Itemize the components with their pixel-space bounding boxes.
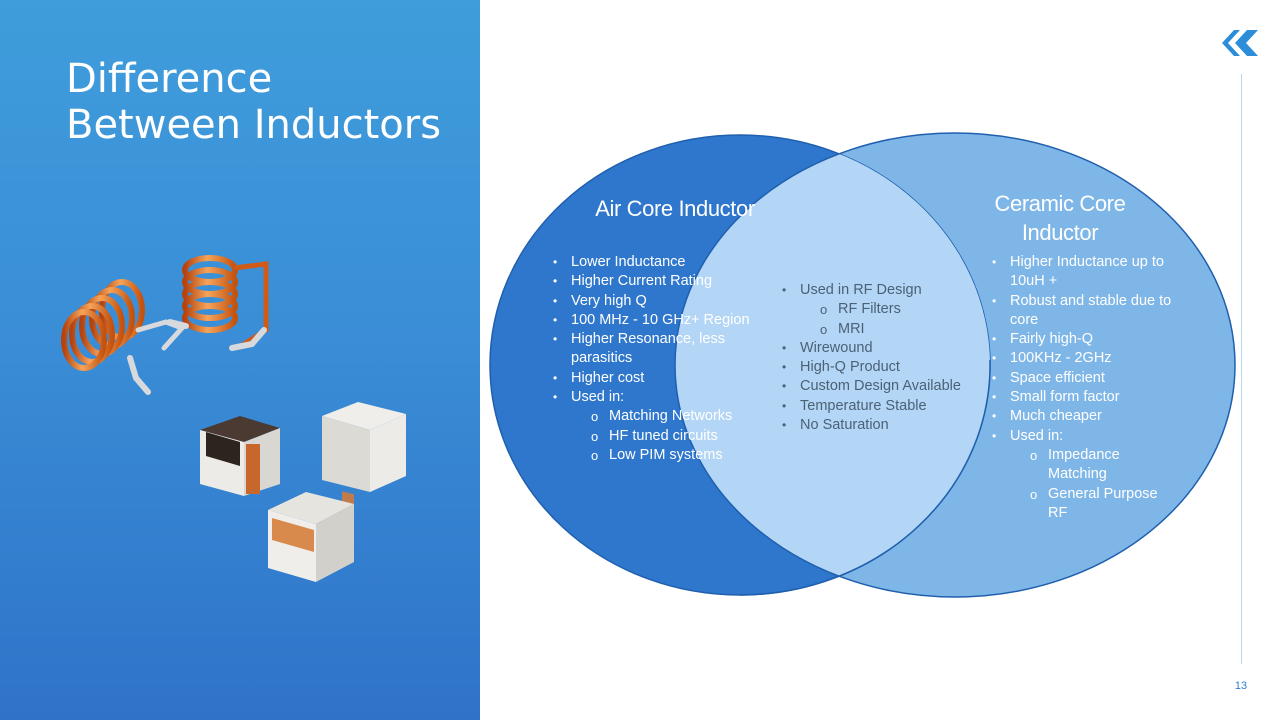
common-features-list: Used in RF Design RF Filters MRI Wirewou… (780, 281, 980, 436)
list-item: Small form factor (990, 388, 1180, 408)
sub-list-item: Low PIM systems (589, 446, 751, 466)
air-core-coil-2 (61, 279, 187, 395)
list-item-label: Used in RF Design (800, 282, 922, 298)
list-item: High-Q Product (780, 358, 980, 378)
list-item: Higher Current Rating (551, 272, 751, 292)
list-item-label: Used in: (1010, 427, 1064, 444)
sub-list-item: RF Filters (818, 300, 980, 320)
list-item: Higher Inductance up to 10uH + (990, 253, 1180, 292)
list-item: 100 MHz - 10 GHz+ Region (551, 311, 751, 331)
list-item: Very high Q (551, 292, 751, 312)
sub-list-item: Impedance Matching (1028, 446, 1180, 485)
list-item: Used in RF Design RF Filters MRI (780, 281, 980, 339)
list-item: Robust and stable due to core (990, 292, 1180, 331)
slide-title: Difference Between Inductors (66, 56, 442, 148)
list-item: Used in: Matching Networks HF tuned circ… (551, 388, 751, 465)
air-core-used-in-list: Matching Networks HF tuned circuits Low … (589, 407, 751, 465)
company-logo-icon (1222, 30, 1258, 56)
list-item: Lower Inductance (551, 253, 751, 273)
page-number: 13 (1234, 680, 1248, 692)
ceramic-used-in-list: Impedance Matching General Purpose RF (1028, 446, 1180, 523)
list-item-label: Used in: (571, 389, 625, 406)
list-item: Fairly high-Q (990, 330, 1180, 350)
ceramic-core-list: Higher Inductance up to 10uH + Robust an… (990, 253, 1180, 523)
sub-list-item: General Purpose RF (1028, 485, 1180, 524)
sub-list-item: Matching Networks (589, 407, 751, 427)
list-item: Custom Design Available (780, 377, 980, 397)
air-core-title: Air Core Inductor (595, 196, 755, 221)
inductor-images (61, 255, 406, 582)
sub-list-item: HF tuned circuits (589, 427, 751, 447)
list-item: Higher Resonance, less parasitics (551, 330, 751, 369)
rf-design-sub-list: RF Filters MRI (818, 300, 980, 339)
list-item: Wirewound (780, 339, 980, 359)
list-item: No Saturation (780, 416, 980, 436)
air-core-list: Lower Inductance Higher Current Rating V… (551, 253, 751, 466)
list-item: Higher cost (551, 369, 751, 389)
list-item: Much cheaper (990, 407, 1180, 427)
vertical-divider (1241, 74, 1242, 664)
list-item: 100KHz - 2GHz (990, 349, 1180, 369)
air-core-coil-1 (167, 255, 269, 351)
ceramic-core-title: Ceramic Core Inductor (994, 191, 1126, 245)
sub-list-item: MRI (818, 320, 980, 340)
ceramic-chip-1 (200, 416, 280, 496)
list-item: Temperature Stable (780, 397, 980, 417)
list-item: Space efficient (990, 369, 1180, 389)
ceramic-chip-2 (322, 402, 406, 557)
ceramic-chip-3 (268, 492, 354, 582)
list-item: Used in: Impedance Matching General Purp… (990, 427, 1180, 523)
